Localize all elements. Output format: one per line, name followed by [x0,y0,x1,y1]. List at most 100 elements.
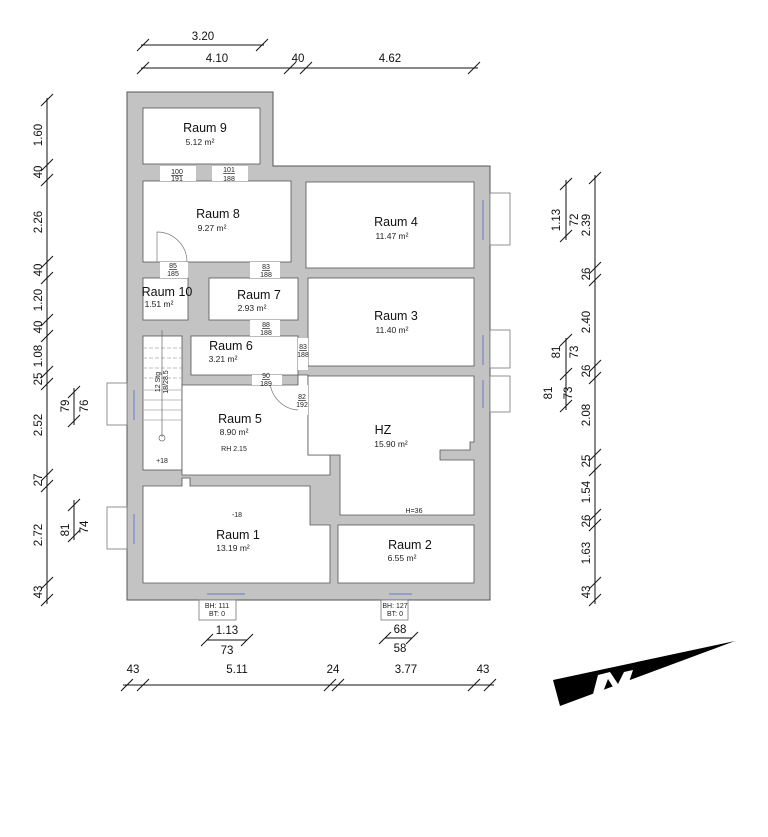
dimension-tick [588,448,602,462]
dim-left: 2.52 [33,414,45,436]
dim-right: 25 [581,455,593,468]
dim-left: 40 [33,264,45,277]
room-area: 11.47 m² [376,231,409,241]
door-height: 185 [167,271,179,278]
window-depth: BT: 0 [209,611,225,618]
room-area: 15.90 m² [374,439,408,449]
dimension-tick [323,678,337,692]
room-raum-1[interactable] [142,477,331,584]
room-raum-7[interactable] [208,277,299,321]
dim-left: 1.08 [33,345,45,367]
dimension-tick [67,414,81,428]
room-raum-4[interactable] [305,181,475,269]
dimension-ticks [40,38,602,692]
dimension-tick [483,678,497,692]
door-height: 188 [260,330,272,337]
door-height: 188 [223,176,235,183]
dimension-tick [240,633,254,647]
dimension-tick [40,271,54,285]
room-raum-6[interactable] [190,335,299,376]
dimension-tick [40,468,54,482]
dim-left: 40 [33,321,45,334]
dimension-tick [67,385,81,399]
dim-left: 25 [33,373,45,386]
dimension-tick [40,365,54,379]
dim-top: 4.10 [206,53,228,65]
stair-ratio-label: 18/28.5 [163,370,170,393]
door-height: 192 [296,402,308,409]
room-area: 5.12 m² [186,137,215,147]
dim-right: 2.39 [581,214,593,236]
dim-right: 26 [581,365,593,378]
dim-right-window: 73 [569,346,581,359]
room-level-note: -18 [232,512,242,519]
room-raum-10[interactable] [142,277,189,321]
dimension-tick [40,158,54,172]
door-width: 100 [171,169,183,176]
dim-right: 43 [581,586,593,599]
dimension-tick [559,399,573,413]
window-depth: BT: 0 [387,611,403,618]
dimension-tick [559,177,573,191]
dimension-tick [588,508,602,522]
dimension-tick [588,359,602,373]
dim-left: 27 [33,474,45,487]
room-area: 1.51 m² [145,299,174,309]
room-area: 13.19 m² [216,543,250,553]
room-name: Raum 8 [196,207,240,221]
dimension-tick [136,38,150,52]
dim-bottom-window: 1.13 [216,625,238,637]
door-height: 191 [171,176,183,183]
dimension-tick [588,371,602,385]
stair[interactable] [142,335,183,471]
dimension-tick [331,678,345,692]
room-hz[interactable] [307,375,475,516]
window-sill-height: BH: 111 [205,603,229,610]
dim-right: 2.40 [581,311,593,333]
dimension-tick [136,678,150,692]
door-width: 88 [262,322,270,329]
room-height-note: RH 2.15 [221,446,247,453]
dim-left-window: 79 [60,400,72,413]
dimension-tick [40,173,54,187]
room-name: Raum 3 [374,309,418,323]
room-raum-3[interactable] [307,277,475,367]
dim-right-window: 1.13 [551,209,563,231]
room-raum-2[interactable] [337,524,475,584]
room-area: 11.40 m² [376,325,409,335]
dim-bottom: 43 [127,664,140,676]
dimension-tick [40,479,54,493]
room-name: Raum 7 [237,288,281,302]
dimension-tick [67,498,81,512]
room-raum-9[interactable] [142,107,261,165]
dimension-tick [405,631,419,645]
dimension-tick [40,313,54,327]
door-width: 83 [262,264,270,271]
dim-bottom-window: 73 [221,645,234,657]
dimension-tick [588,273,602,287]
dimension-tick [559,333,573,347]
stair-steps [143,347,182,379]
dimension-tick [40,255,54,269]
door-height: 188 [297,352,309,359]
dimension-tick [136,61,150,75]
dim-top: 40 [292,53,305,65]
dimension-tick [40,576,54,590]
dimension-tick [588,576,602,590]
dimension-tick [299,61,313,75]
windows [106,192,511,621]
dim-bottom: 3.77 [395,664,417,676]
dim-right: 1.54 [581,480,593,503]
dimension-tick [378,631,392,645]
room-raum-8[interactable] [142,180,292,263]
room-area: 8.90 m² [220,427,249,437]
room-name: HZ [375,423,392,437]
door-swing-icon [156,231,188,263]
dimension-tick [200,633,214,647]
dim-right-window: 81 [543,387,555,400]
dimension-tick [467,678,481,692]
dimension-tick [467,61,481,75]
door-width: 83 [299,344,307,351]
room-name: Raum 10 [142,285,193,299]
window-sill-height: BH: 127 [382,603,407,610]
